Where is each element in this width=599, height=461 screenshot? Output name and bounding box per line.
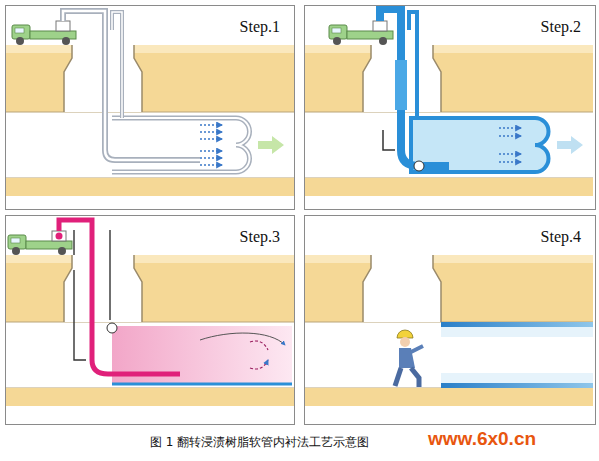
art-path <box>395 368 419 387</box>
art-circle <box>414 161 424 171</box>
art-rect <box>441 327 593 337</box>
figure-caption: 图 1 翻转浸渍树脂软管内衬法工艺示意图 <box>150 434 369 451</box>
art-circle <box>107 323 117 333</box>
panel-four-art <box>305 255 593 406</box>
art-path <box>409 12 417 118</box>
art-use <box>305 255 593 406</box>
art-path <box>380 9 449 166</box>
art-rect <box>441 322 593 327</box>
art-polygon <box>258 136 284 154</box>
art-path <box>397 330 413 338</box>
step-label: Step.4 <box>305 216 595 246</box>
art-polyline <box>383 130 395 150</box>
art-path <box>112 118 250 172</box>
art-line <box>499 161 521 162</box>
art-line <box>112 383 292 386</box>
art-g <box>499 128 521 162</box>
art-use <box>8 231 72 255</box>
step-label: Step.2 <box>305 6 595 36</box>
art-line <box>499 153 521 154</box>
step-label: Step.3 <box>6 216 294 246</box>
art-rect <box>441 373 593 383</box>
art-g <box>200 125 222 165</box>
art-rect <box>395 60 407 110</box>
art-line <box>200 150 222 151</box>
art-path <box>112 12 122 118</box>
art-line <box>200 138 222 139</box>
step-panel: Step.4 <box>304 215 596 425</box>
art-path <box>411 346 423 352</box>
art-use <box>305 45 593 196</box>
step-panel: Step.3 <box>5 215 295 425</box>
art-line <box>499 127 521 128</box>
panel-one-art <box>6 11 294 196</box>
art-path <box>59 220 180 374</box>
panel-two-art <box>305 9 593 196</box>
art-line <box>499 135 521 136</box>
art-path <box>112 12 122 118</box>
art-use <box>6 255 294 406</box>
art-path <box>109 230 110 320</box>
art-line <box>200 164 222 165</box>
step-panel: Step.1 <box>5 5 295 210</box>
art-rect <box>441 383 593 388</box>
art-path <box>63 11 200 160</box>
art-line <box>200 131 222 132</box>
art-path <box>200 333 285 345</box>
watermark: www.6x0.cn <box>428 428 536 450</box>
art-use <box>6 45 294 196</box>
art-path <box>63 11 200 160</box>
step-label: Step.1 <box>6 6 294 36</box>
worker-figure <box>395 330 423 387</box>
art-use <box>329 21 393 45</box>
art-path <box>112 118 250 172</box>
panel-three-art <box>6 220 294 406</box>
art-line <box>200 124 222 125</box>
art-use <box>12 21 76 45</box>
art-circle <box>56 233 63 240</box>
art-path <box>74 230 86 360</box>
step-panel: Step.2 <box>304 5 596 210</box>
art-polygon <box>557 136 583 154</box>
art-circle <box>400 337 410 347</box>
art-line <box>200 157 222 158</box>
art-path <box>250 341 268 369</box>
